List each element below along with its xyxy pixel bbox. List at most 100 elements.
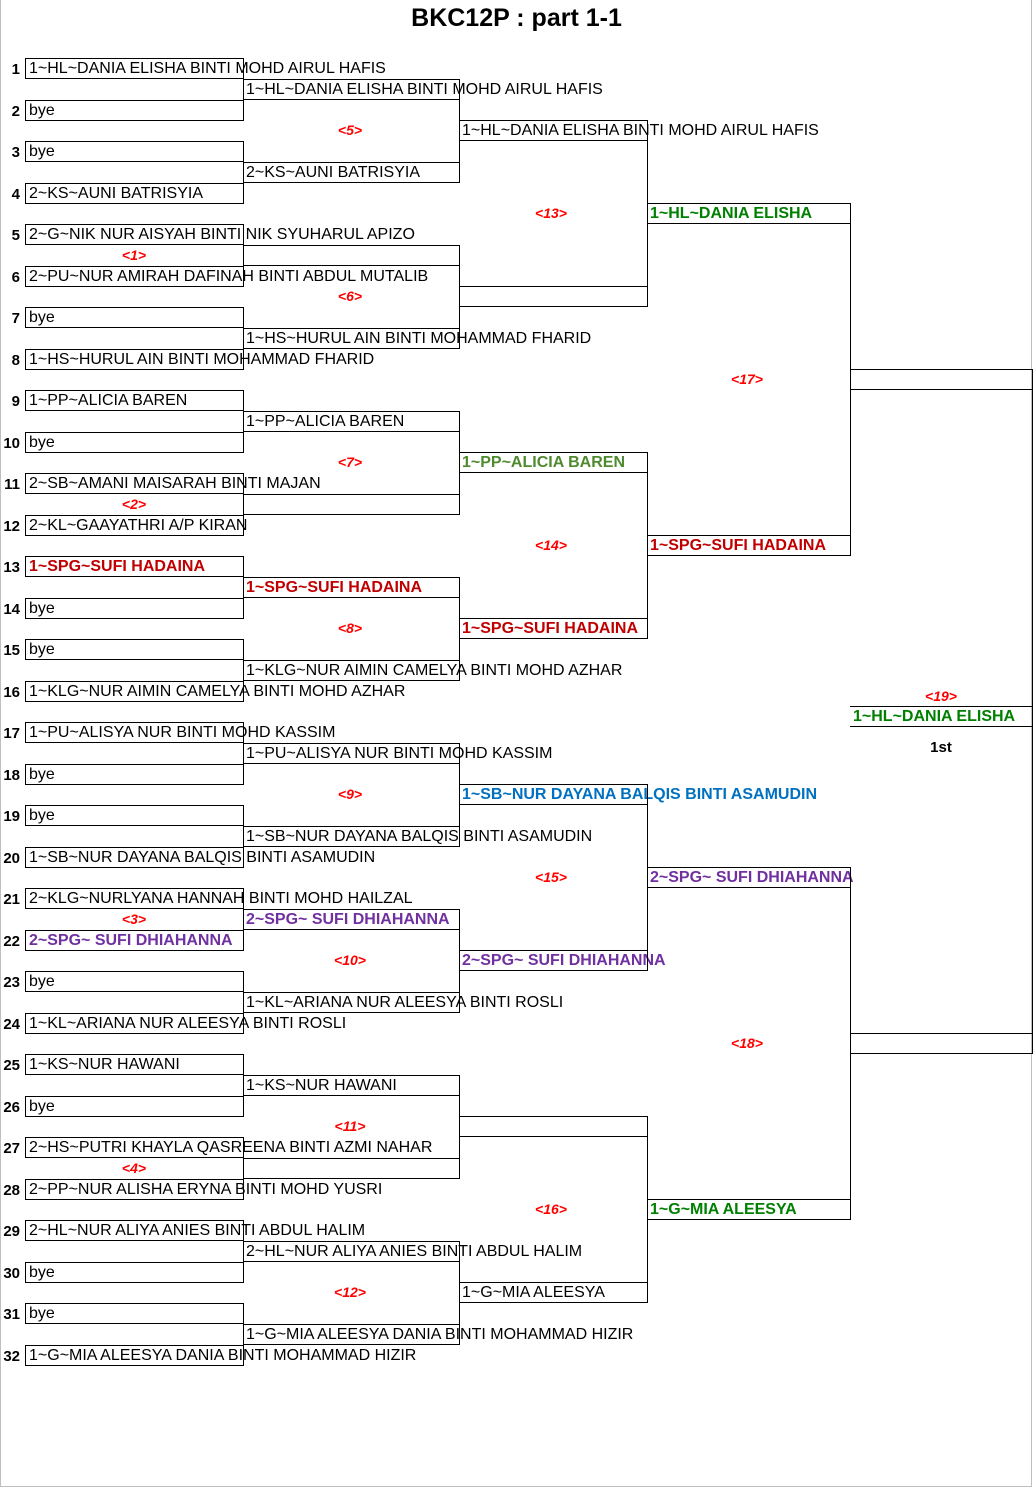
- seed-number: 27: [3, 1140, 20, 1157]
- seed-number: 32: [3, 1347, 20, 1365]
- entry-slot: 1~G~MIA ALEESYA DANIA BINTI MOHAMMAD HIZ…: [25, 1344, 416, 1366]
- entry-slot: 1~KL~ARIANA NUR ALEESYA BINTI ROSLI: [25, 1012, 346, 1034]
- connector-line: [850, 203, 851, 557]
- entry-slot: 2~G~NIK NUR AISYAH BINTI NIK SYUHARUL AP…: [25, 224, 415, 245]
- connector-line: [243, 805, 244, 868]
- match-label: <7>: [337, 454, 363, 471]
- connector-line: [243, 1220, 244, 1283]
- entry-slot: 1~KS~NUR HAWANI: [25, 1054, 243, 1075]
- entry-slot: 1~SB~NUR DAYANA BALQIS BINTI ASAMUDIN: [25, 846, 375, 868]
- connector-line: [647, 452, 648, 640]
- round2-slot: 1~KL~ARIANA NUR ALEESYA BINTI ROSLI: [243, 991, 563, 1013]
- connector-line: [243, 639, 244, 702]
- connector-line: [459, 244, 460, 349]
- round3-slot: 1~G~MIA ALEESYA: [459, 1282, 647, 1304]
- seed-number: 3: [11, 144, 20, 161]
- entry-slot: bye: [25, 1303, 243, 1324]
- match-label: <14>: [535, 537, 567, 554]
- round3-slot: 1~SPG~SUFI HADAINA: [459, 618, 647, 640]
- connector-line: [850, 867, 851, 1221]
- entry-slot: bye: [25, 971, 243, 992]
- round3-slot: 1~HL~DANIA ELISHA BINTI MOHD AIRUL HAFIS: [459, 120, 819, 142]
- entry-slot: 2~PU~NUR AMIRAH DAFINAH BINTI ABDUL MUTA…: [25, 265, 428, 287]
- seed-number: 24: [3, 1015, 20, 1033]
- match-label: <17>: [731, 371, 763, 388]
- seed-number: 26: [3, 1098, 20, 1116]
- round2-slot: [243, 244, 459, 266]
- round2-slot: 2~HL~NUR ALIYA ANIES BINTI ABDUL HALIM: [243, 1240, 582, 1262]
- connector-line: [243, 971, 244, 1034]
- seed-number: 20: [3, 849, 20, 867]
- connector-line: [243, 58, 244, 121]
- seed-number: 31: [3, 1306, 20, 1323]
- connector-line: [243, 722, 244, 785]
- match-label: <5>: [337, 122, 363, 139]
- entry-slot: 2~HL~NUR ALIYA ANIES BINTI ABDUL HALIM: [25, 1220, 365, 1241]
- round3-slot: 1~SB~NUR DAYANA BALQIS BINTI ASAMUDIN: [459, 784, 817, 806]
- seed-number: 30: [3, 1264, 20, 1282]
- connector-line: [243, 556, 244, 619]
- round2-slot: 1~SB~NUR DAYANA BALQIS BINTI ASAMUDIN: [243, 825, 592, 847]
- entry-slot: bye: [25, 763, 243, 785]
- entry-slot: 1~PP~ALICIA BAREN: [25, 390, 243, 411]
- round2-slot: 1~PP~ALICIA BAREN: [243, 410, 459, 432]
- connector-line: [459, 908, 460, 1013]
- round3-slot: 1~PP~ALICIA BAREN: [459, 452, 647, 474]
- seed-number: 25: [3, 1057, 20, 1074]
- round2-slot: [243, 1157, 459, 1179]
- entry-slot: bye: [25, 639, 243, 660]
- connector-line: [243, 141, 244, 204]
- round4-slot: 1~SPG~SUFI HADAINA: [647, 535, 850, 557]
- match-label: <19>: [925, 687, 957, 704]
- connector-line: [243, 390, 244, 453]
- seed-number: 13: [3, 559, 20, 576]
- connector-line: [243, 888, 244, 951]
- round4-slot: 1~HL~DANIA ELISHA: [647, 203, 850, 225]
- page-title: BKC12P : part 1-1: [411, 4, 622, 32]
- match-label: <16>: [535, 1201, 567, 1218]
- seed-number: 5: [11, 227, 20, 244]
- connector-line: [647, 784, 648, 972]
- round2-slot: 1~G~MIA ALEESYA DANIA BINTI MOHAMMAD HIZ…: [243, 1323, 633, 1345]
- round2-slot: 1~KLG~NUR AIMIN CAMELYA BINTI MOHD AZHAR: [243, 659, 622, 681]
- seed-number: 28: [3, 1181, 20, 1199]
- round2-slot: [243, 493, 459, 515]
- connector-line: [243, 307, 244, 370]
- round3-slot: [459, 1116, 647, 1138]
- entry-slot: bye: [25, 99, 243, 121]
- connector-line: [243, 1303, 244, 1366]
- match-label: <11>: [334, 1118, 366, 1135]
- seed-number: 6: [11, 268, 20, 286]
- entry-slot: 1~SPG~SUFI HADAINA: [25, 556, 243, 577]
- seed-number: 17: [3, 725, 20, 742]
- entry-slot: 2~PP~NUR ALISHA ERYNA BINTI MOHD YUSRI: [25, 1178, 382, 1200]
- match-label: <4>: [121, 1159, 147, 1176]
- placement-label: 1st: [930, 738, 952, 756]
- seed-number: 7: [11, 310, 20, 327]
- connector-line: [459, 576, 460, 681]
- round4-slot: 1~G~MIA ALEESYA: [647, 1199, 850, 1221]
- seed-number: 12: [3, 517, 20, 535]
- entry-slot: 2~KS~AUNI BATRISYIA: [25, 182, 243, 204]
- seed-number: 1: [11, 61, 20, 78]
- entry-slot: bye: [25, 431, 243, 453]
- entry-slot: bye: [25, 141, 243, 162]
- connector-line: [459, 410, 460, 515]
- seed-number: 2: [11, 102, 20, 120]
- seed-number: 8: [11, 351, 20, 369]
- seed-number: 23: [3, 974, 20, 991]
- entry-slot: 2~KL~GAAYATHRI A/P KIRAN: [25, 514, 247, 536]
- match-label: <1>: [121, 246, 147, 263]
- entry-slot: bye: [25, 1095, 243, 1117]
- connector-line: [243, 1054, 244, 1117]
- entry-slot: 2~SPG~ SUFI DHIAHANNA: [25, 929, 243, 951]
- round4-slot: 2~SPG~ SUFI DHIAHANNA: [647, 867, 854, 889]
- entry-slot: 2~KLG~NURLYANA HANNAH BINTI MOHD HAILZAL: [25, 888, 413, 909]
- seed-number: 22: [3, 932, 20, 950]
- connector-line: [647, 1116, 648, 1304]
- seed-number: 10: [3, 434, 20, 452]
- seed-number: 19: [3, 808, 20, 825]
- connector-line: [459, 1240, 460, 1345]
- connector-line: [459, 742, 460, 847]
